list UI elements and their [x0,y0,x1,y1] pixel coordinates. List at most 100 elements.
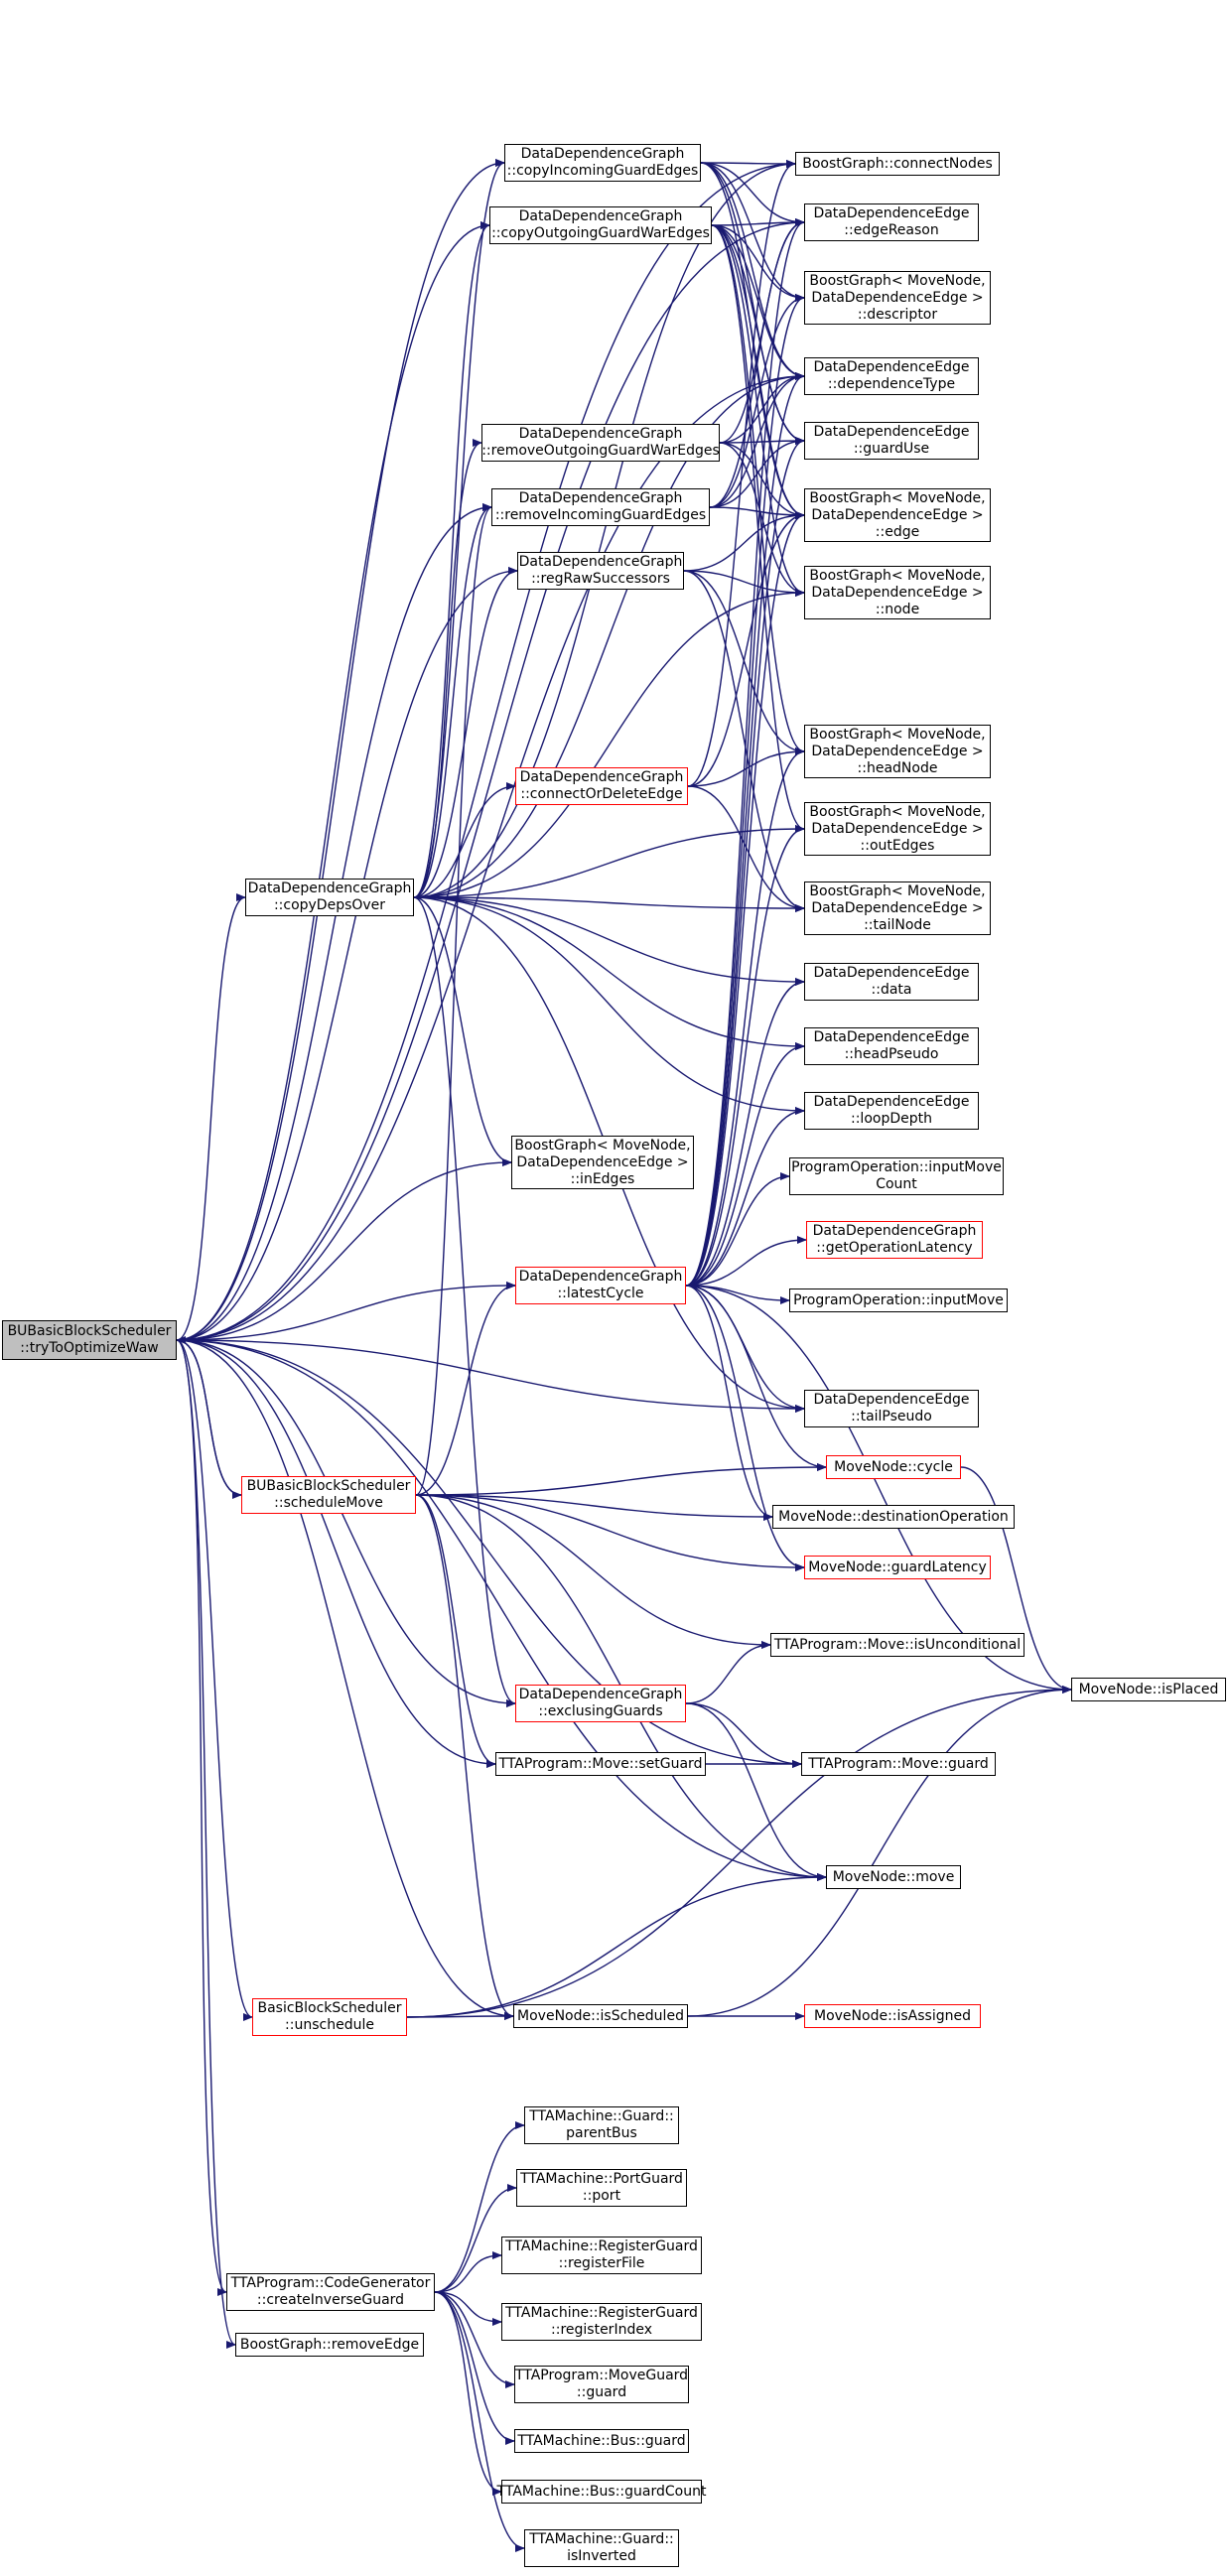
node-create-inverse-guard[interactable]: TTAProgram::CodeGenerator::createInverse… [226,2273,435,2311]
call-edge-ddg_regRaw-bg_tailNode [683,570,805,912]
node-copy-deps-over[interactable]: DataDependenceGraph::copyDepsOver [245,879,414,916]
node-move-guard-guard[interactable]: TTAProgram::MoveGuard::guard [514,2366,689,2403]
node-label-line: ::createInverseGuard [256,2292,405,2308]
node-label-line: TTAProgram::CodeGenerator [230,2275,431,2291]
node-is-unconditional[interactable]: TTAProgram::Move::isUnconditional [770,1633,1025,1657]
call-edge-root-ddg_copyIn [176,159,505,1341]
node-head-node[interactable]: BoostGraph< MoveNode,DataDependenceEdge … [804,725,991,778]
node-label-line: ::removeOutgoingGuardWarEdges [481,443,720,459]
node-latest-cycle[interactable]: DataDependenceGraph::latestCycle [515,1267,686,1304]
call-edge-root-ddg_exclGuards [176,1339,516,1707]
node-copy-incoming-guard-edges[interactable]: DataDependenceGraph::copyIncomingGuardEd… [504,144,701,182]
call-edge-ddg_copyOut-bg_edge [711,224,805,519]
node-tail-pseudo[interactable]: DataDependenceEdge::tailPseudo [804,1390,979,1427]
node-is-inverted[interactable]: TTAMachine::Guard::isInverted [524,2529,679,2567]
node-data[interactable]: DataDependenceEdge::data [804,963,979,1001]
node-exclusing-guards[interactable]: DataDependenceGraph::exclusingGuards [515,1685,686,1722]
node-label-line: DataDependenceGraph [520,146,685,162]
call-edge-ddg_latestCycle-po_inputMoveCount [685,1172,790,1287]
node-guard-use[interactable]: DataDependenceEdge::guardUse [804,422,979,460]
node-label-line: parentBus [566,2125,637,2141]
node-remove-outgoing-guard-war-edges[interactable]: DataDependenceGraph::removeOutgoingGuard… [481,424,720,462]
call-edge-ddg_removeIn-dde_depType [709,372,805,508]
node-root[interactable]: BUBasicBlockScheduler::tryToOptimizeWaw [2,1320,177,1360]
node-label-line: TTAMachine::Bus::guard [517,2432,686,2449]
node-cycle[interactable]: MoveNode::cycle [826,1455,961,1479]
call-edge-cg_createInv-ttam_isInverted [434,2291,525,2552]
call-edge-root-ddg_removeIn [176,503,492,1341]
call-edge-root-bg_inEdges [176,1158,512,1341]
call-edge-ddg_latestCycle-mn_isPlaced [685,1285,1072,1694]
node-in-edges[interactable]: BoostGraph< MoveNode,DataDependenceEdge … [511,1136,694,1189]
node-edge[interactable]: BoostGraph< MoveNode,DataDependenceEdge … [804,488,991,542]
node-node[interactable]: BoostGraph< MoveNode,DataDependenceEdge … [804,566,991,619]
node-is-scheduled[interactable]: MoveNode::isScheduled [513,2004,688,2028]
node-out-edges[interactable]: BoostGraph< MoveNode,DataDependenceEdge … [804,802,991,856]
node-guard-latency[interactable]: MoveNode::guardLatency [804,1556,991,1579]
node-register-file[interactable]: TTAMachine::RegisterGuard::registerFile [501,2237,702,2274]
node-label-line: MoveNode::isPlaced [1078,1681,1219,1697]
call-edge-ddg_copyDeps-bg_tailNode [413,896,805,912]
node-head-pseudo[interactable]: DataDependenceEdge::headPseudo [804,1027,979,1065]
node-label-line: ::headNode [857,759,938,776]
node-label-line: BUBasicBlockScheduler [7,1323,172,1339]
node-copy-outgoing-guard-war-edges[interactable]: DataDependenceGraph::copyOutgoingGuardWa… [489,206,712,244]
node-label-line: DataDependenceEdge > [811,584,984,601]
node-set-guard[interactable]: TTAProgram::Move::setGuard [495,1752,706,1776]
node-tail-node[interactable]: BoostGraph< MoveNode,DataDependenceEdge … [804,881,991,935]
node-reg-raw-successors[interactable]: DataDependenceGraph::regRawSuccessors [517,552,684,590]
node-label-line: ::data [871,982,912,998]
node-register-index[interactable]: TTAMachine::RegisterGuard::registerIndex [501,2303,702,2341]
node-loop-depth[interactable]: DataDependenceEdge::loopDepth [804,1092,979,1130]
node-remove-edge[interactable]: BoostGraph::removeEdge [235,2333,424,2357]
call-edge-ddg_copyDeps-bg_outEdges [413,825,805,898]
node-bus-guard[interactable]: TTAMachine::Bus::guard [514,2429,689,2453]
node-input-move[interactable]: ProgramOperation::inputMove [789,1288,1008,1312]
call-edge-root-ddg_regRaw [176,567,518,1341]
node-label-line: DataDependenceEdge > [811,506,984,523]
call-edge-root-tta_guard [176,1339,802,1768]
node-remove-incoming-guard-edges[interactable]: DataDependenceGraph::removeIncomingGuard… [491,488,710,526]
node-is-placed[interactable]: MoveNode::isPlaced [1071,1678,1226,1701]
call-edge-ddg_copyOut-dde_guardUse [711,224,805,445]
node-connect-or-delete-edge[interactable]: DataDependenceGraph::connectOrDeleteEdge [515,767,688,805]
node-label-line: DataDependenceEdge > [516,1153,689,1170]
node-unschedule[interactable]: BasicBlockScheduler::unschedule [252,1998,407,2036]
node-label-line: ::registerIndex [551,2322,652,2338]
node-edge-reason[interactable]: DataDependenceEdge::edgeReason [804,203,979,241]
call-edge-ddg_latestCycle-ddg_getOpLat [685,1236,807,1287]
node-descriptor[interactable]: BoostGraph< MoveNode,DataDependenceEdge … [804,271,991,325]
node-label-line: TTAProgram::MoveGuard [514,2368,689,2383]
call-edge-cg_createInv-ttap_moveGuard [434,2291,515,2388]
call-edge-ddg_copyDeps-dde_depType [413,372,805,898]
call-edge-ddg_copyOut-bg_node [711,224,805,597]
node-parent-bus[interactable]: TTAMachine::Guard::parentBus [524,2106,679,2144]
node-move-guard[interactable]: TTAProgram::Move::guard [801,1752,996,1776]
node-connect-nodes[interactable]: BoostGraph::connectNodes [795,152,1000,176]
node-label-line: ProgramOperation::inputMove [793,1291,1004,1308]
call-edge-cg_createInv-ttam_parentBus [434,2121,525,2293]
node-label-line: ::descriptor [857,306,938,323]
node-port[interactable]: TTAMachine::PortGuard::port [516,2169,687,2207]
node-label-line: ::guard [576,2384,627,2400]
node-label-line: DataDependenceEdge [813,205,970,221]
node-label-line: BoostGraph< MoveNode, [809,726,986,743]
node-is-assigned[interactable]: MoveNode::isAssigned [804,2004,981,2028]
node-dependence-type[interactable]: DataDependenceEdge::dependenceType [804,357,979,395]
call-edge-ddg_exclGuards-mn_move [685,1702,827,1881]
node-label-line: BoostGraph< MoveNode, [809,567,986,584]
call-edge-bubs_scheduleMove-ddg_latestCycle [415,1282,516,1496]
node-get-operation-latency[interactable]: DataDependenceGraph::getOperationLatency [806,1221,983,1259]
call-edge-ddg_connOrDel-bg_connect [687,160,796,787]
node-schedule-move[interactable]: BUBasicBlockScheduler::scheduleMove [241,1476,416,1514]
node-label-line: ::copyDepsOver [273,897,386,913]
node-move[interactable]: MoveNode::move [826,1865,961,1889]
call-edge-ddg_connOrDel-bg_edge [687,511,805,787]
node-bus-guard-count[interactable]: TTAMachine::Bus::guardCount [497,2480,706,2504]
call-edge-ddg_copyDeps-dde_data [413,896,805,986]
node-label-line: DataDependenceEdge > [811,289,984,306]
call-edge-ddg_copyIn-dde_depType [700,162,805,380]
node-destination-operation[interactable]: MoveNode::destinationOperation [772,1505,1015,1529]
call-edge-ddg_latestCycle-bg_descriptor [685,294,805,1287]
